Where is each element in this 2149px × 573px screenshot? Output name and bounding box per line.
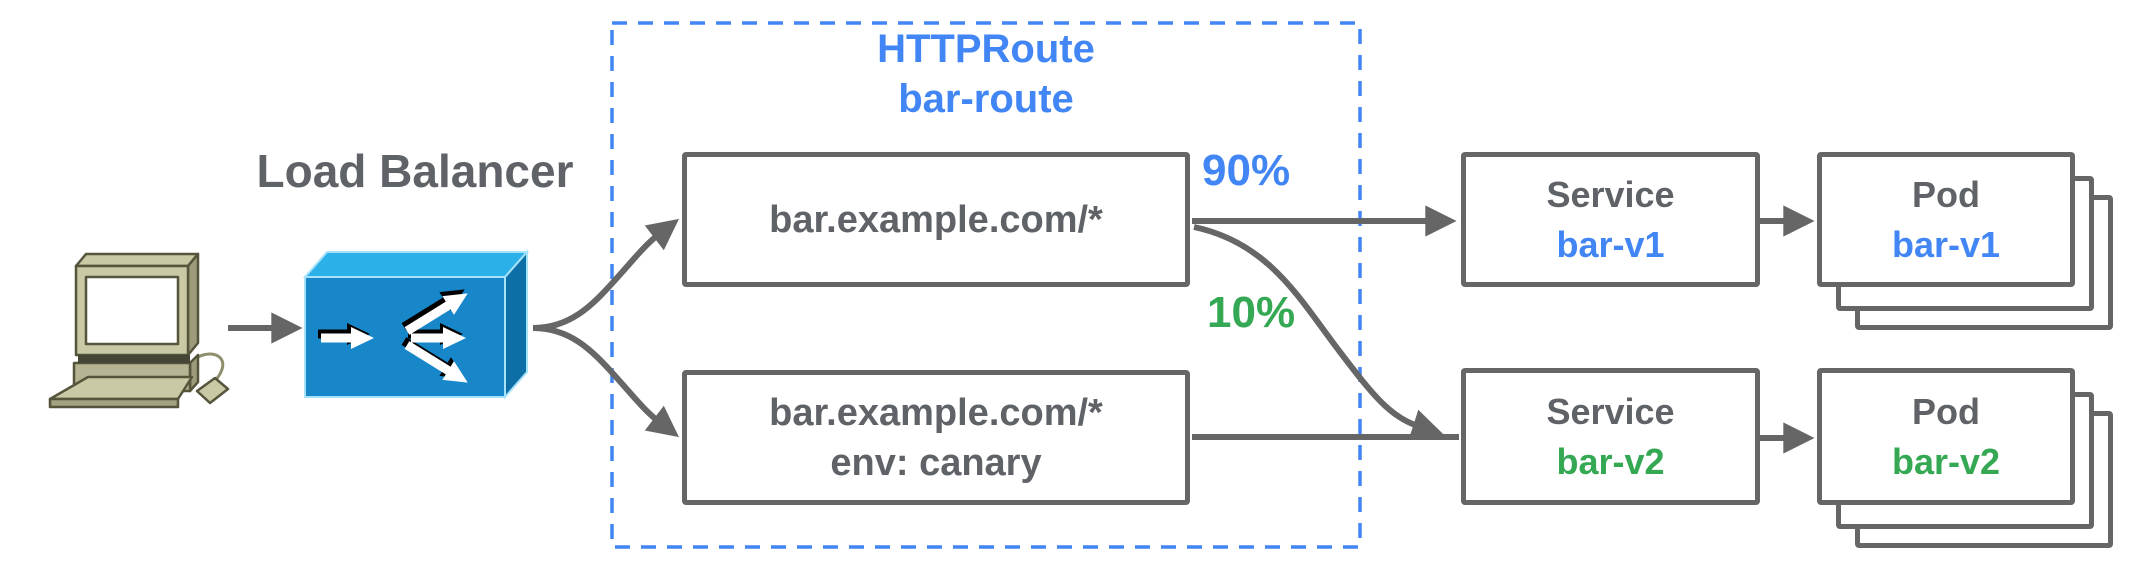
httproute-kind-label: HTTPRoute [877, 27, 1095, 71]
rule-2-match: bar.example.com/* [769, 391, 1103, 434]
pod-bar-v1-box: Pod bar-v1 [1817, 152, 2075, 287]
mouse [195, 376, 230, 405]
service-v2-name-label: bar-v2 [1556, 440, 1665, 482]
httproute-name-label: bar-route [898, 77, 1074, 121]
rule-2-header-match: env: canary [830, 441, 1042, 484]
arrow-lb-to-rule1 [532, 218, 680, 331]
httproute-rule-2-box: bar.example.com/* env: canary [682, 370, 1190, 505]
weight-10-label: 10% [1207, 288, 1296, 337]
computer-icon [48, 252, 230, 409]
pod-v1-kind-label: Pod [1912, 173, 1980, 215]
monitor-screen [84, 275, 180, 346]
keyboard-top [48, 375, 194, 401]
service-bar-v1-box: Service bar-v1 [1461, 152, 1760, 287]
arrow-lb-to-rule2 [532, 325, 680, 438]
monitor-top [74, 252, 200, 268]
httproute-rule-1-box: bar.example.com/* [682, 152, 1190, 287]
pod-v2-name-label: bar-v2 [1891, 440, 2001, 482]
pod-v1-name-label: bar-v1 [1891, 223, 2001, 265]
lb-top-face [302, 251, 530, 278]
service-bar-v2-box: Service bar-v2 [1461, 368, 1760, 505]
weight-90-label: 90% [1202, 146, 1291, 195]
httproute-boundary-dashed-box [610, 21, 1362, 549]
rule-1-match: bar.example.com/* [769, 198, 1103, 241]
lb-side-face [504, 249, 528, 400]
load-balancer-icon [302, 249, 530, 400]
service-v2-kind-label: Service [1546, 390, 1675, 432]
pod-bar-v2-stack: Pod bar-v2 [1817, 368, 2113, 548]
service-v1-name-label: bar-v1 [1556, 223, 1665, 265]
keyboard-front [48, 397, 180, 409]
load-balancer-label: Load Balancer [256, 145, 574, 197]
monitor-side [186, 252, 200, 357]
service-v1-kind-label: Service [1546, 173, 1675, 215]
lb-fanout-arrows [321, 293, 468, 383]
pod-bar-v2-box: Pod bar-v2 [1817, 368, 2075, 505]
pod-bar-v1-stack: Pod bar-v1 [1817, 152, 2113, 330]
monitor-gap [78, 355, 190, 363]
httproute-title: HTTPRoute bar-route [612, 24, 1360, 124]
pod-v2-kind-label: Pod [1912, 390, 1980, 432]
arrow-rule1-to-service-v2-curve [1193, 224, 1444, 440]
